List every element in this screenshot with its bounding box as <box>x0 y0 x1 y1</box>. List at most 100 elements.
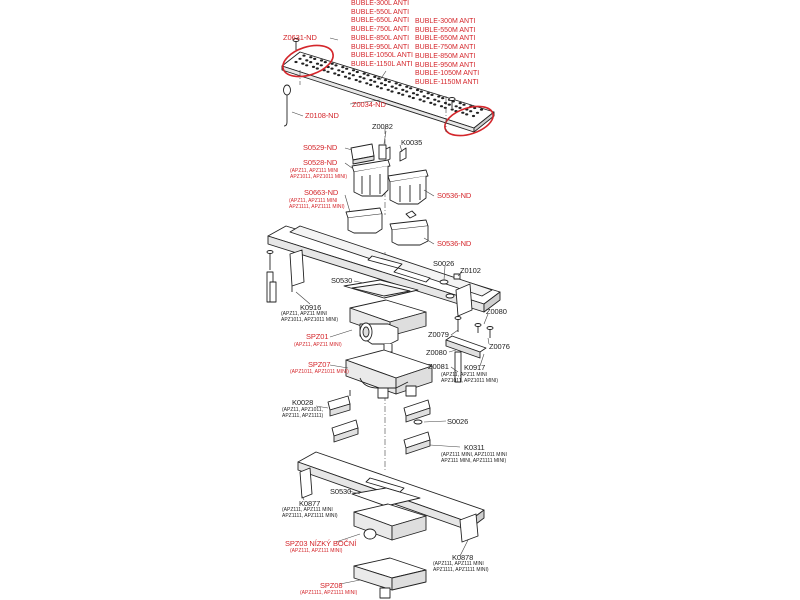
label-k0311-sub: (APZ111 MINI, APZ1011 MINI APZ111 MINI, … <box>441 452 507 464</box>
grate-hole <box>383 83 387 87</box>
label-k0035: K0035 <box>401 138 423 147</box>
siphon-spz01 <box>349 299 427 353</box>
label-spz07-sub: (APZ1011, APZ1011 MINI) <box>290 369 349 375</box>
washer-s0026-lower <box>413 419 423 425</box>
siphon-spz08 <box>353 557 427 599</box>
nut-z0102 <box>453 273 461 280</box>
label-s0530-b: S0530 <box>330 487 352 496</box>
grate-hole <box>398 84 402 87</box>
label-spz08: SPZ08 <box>320 581 343 590</box>
grate-hole <box>341 66 345 69</box>
grate-hole <box>401 93 405 96</box>
grate-hole <box>465 113 469 116</box>
grate-hole <box>375 85 380 88</box>
grate-hole <box>407 95 412 98</box>
cup-s0536-upper <box>387 169 429 205</box>
grate-l-list: BUBLE-300L ANTI BUBLE-550L ANTI BUBLE-65… <box>351 0 413 70</box>
channel-upper <box>267 225 501 313</box>
grate-hole <box>418 98 422 101</box>
grate-hole <box>422 95 426 98</box>
grate-hole <box>294 60 298 64</box>
grate-hole <box>411 92 416 95</box>
grate-m-3: BUBLE-750M ANTI <box>415 44 476 52</box>
label-s0536-a: S0536-ND <box>437 191 472 200</box>
grate-hole <box>311 65 316 68</box>
label-z0631: Z0631-ND <box>283 33 317 42</box>
grate-hole <box>433 98 437 101</box>
grate-hole <box>319 59 324 62</box>
grate-hole <box>315 67 319 70</box>
grate-hole <box>397 92 401 95</box>
grate-hole <box>362 72 366 75</box>
grate-hole <box>401 88 405 91</box>
grate-hole <box>309 61 313 64</box>
grate-hole <box>386 88 390 91</box>
grate-hole <box>333 72 337 75</box>
label-s0026-a: S0026 <box>433 259 455 268</box>
grate-hole <box>450 108 454 111</box>
grate-hole <box>334 64 338 67</box>
grate-hole <box>351 74 355 77</box>
grate-m-list: BUBLE-300M ANTI BUBLE-550M ANTI BUBLE-65… <box>415 18 479 88</box>
grate-hole <box>366 74 370 77</box>
grate-hole <box>345 67 349 70</box>
grate-l-3: BUBLE-750L ANTI <box>351 26 410 34</box>
grate-l-6: BUBLE-1050L ANTI <box>351 52 413 60</box>
grate-hole <box>351 69 356 72</box>
label-z0108: Z0108-ND <box>305 111 339 120</box>
screw-z0034 <box>448 97 456 108</box>
grate-hole <box>415 93 419 96</box>
grate-hole <box>461 111 465 114</box>
grate-hole <box>441 97 445 100</box>
grate-l-1: BUBLE-550L ANTI <box>351 8 410 16</box>
grate-hole <box>301 62 305 65</box>
label-z0081: Z0081 <box>428 362 449 371</box>
grate-hole <box>377 77 381 80</box>
label-k0311: K0311 <box>464 443 485 452</box>
bracket-k0916 <box>289 249 305 292</box>
grate-hole <box>337 69 341 72</box>
grate-hole <box>315 62 320 65</box>
gasket-s0530-upper <box>343 279 419 299</box>
label-k0877: K0877 <box>299 499 321 508</box>
leader-lines <box>291 37 490 585</box>
grate-l-4: BUBLE-850L ANTI <box>351 34 410 42</box>
grate-hole <box>430 93 434 96</box>
grate-hole <box>373 75 377 78</box>
label-z0080-a: Z0080 <box>486 307 507 316</box>
grate-hole <box>379 87 383 90</box>
bracket-k0311-a <box>403 399 431 423</box>
grate-hole <box>343 75 348 78</box>
grate-hole <box>471 114 476 118</box>
siphon-spz07 <box>345 349 433 399</box>
label-s0528: S0528-ND <box>303 158 338 167</box>
grate-l-0: BUBLE-300L ANTI <box>351 0 410 7</box>
grate-hole <box>405 90 409 93</box>
grate-hole <box>475 111 480 114</box>
label-k0028-sub: (APZ11, APZ1011, APZ111, APZ1111) <box>282 407 324 419</box>
grate-hole <box>358 75 362 78</box>
insert-s0529 <box>350 143 375 165</box>
label-s0663-sub: (APZ11, APZ111 MINI APZ1111, APZ1111 MIN… <box>289 198 345 210</box>
grate-hole <box>298 57 302 60</box>
bracket-k0877 <box>299 467 313 499</box>
hook-tool-z0108 <box>283 84 291 127</box>
grate-hole <box>473 106 477 110</box>
grate-hole <box>319 64 323 67</box>
grate-part <box>281 51 495 133</box>
grate-hole <box>313 57 317 61</box>
grate-hole <box>347 72 352 75</box>
grate-hole <box>409 87 413 90</box>
label-spz08-sub: (APZ1111, APZ1111 MINI) <box>300 590 358 596</box>
grate-hole <box>365 82 369 85</box>
label-k0878-sub: (APZ111, APZ111 MINI APZ1111, APZ1111 MI… <box>433 561 489 573</box>
grate-hole <box>415 88 420 92</box>
label-z0102: Z0102 <box>460 266 481 275</box>
label-k0916-sub: (APZ11, APZ11 MINI APZ1011, APZ1011 MINI… <box>281 311 339 323</box>
bracket-k0878 <box>459 513 479 543</box>
label-k0916: K0916 <box>300 303 322 312</box>
label-k0917: K0917 <box>464 363 486 372</box>
grate-hole <box>355 70 359 74</box>
grate-hole <box>309 56 313 59</box>
label-z0082: Z0082 <box>372 122 393 131</box>
